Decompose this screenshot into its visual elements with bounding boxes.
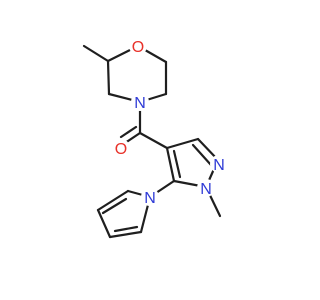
atom-carbonyl-oxygen: O: [115, 141, 127, 158]
structure-canvas: O N O N N N: [82, 37, 228, 239]
atom-bg-morpholine-n: [131, 93, 149, 111]
atom-bg-morpholine-o: [129, 37, 147, 55]
atom-bg-pyrazole-n2: [210, 155, 228, 173]
bond-carbonyl-o-b: [119, 125, 138, 139]
atom-bg-pyrazole-n1: [197, 179, 215, 197]
bond-methyl-c2: [82, 44, 110, 63]
bond-pyrrole-c2-c3-b: [101, 197, 128, 215]
atom-pyrazole-n2: N: [213, 157, 225, 174]
atom-pyrazole-n1: N: [200, 181, 212, 198]
bond-c5-c4-a: [165, 146, 176, 183]
bond-pyrrole-c2-c3-a: [96, 189, 130, 212]
bond-pyrrole-c4-c5-a: [108, 230, 143, 239]
bond-pyrrole-c4-c5-b: [113, 225, 139, 233]
molecule-diagram: O N O N N N: [82, 37, 228, 239]
atom-pyrrole-nitrogen: N: [144, 190, 156, 207]
bond-carbonyl-pyrazole: [138, 131, 169, 150]
bond-c5-c4-b: [172, 149, 182, 179]
atom-bg-pyrrole-n: [141, 188, 159, 206]
atom-morpholine-nitrogen: N: [134, 95, 146, 112]
atom-bg-carbonyl-o: [112, 139, 130, 157]
bond-c4-c3: [165, 137, 200, 150]
bond-c3-n2-b: [191, 143, 213, 167]
bond-carbonyl-o-a: [123, 131, 142, 145]
atom-morpholine-oxygen: O: [132, 39, 144, 56]
bond-pyrrole-c3-c4: [96, 208, 112, 239]
bond-c3-c2: [106, 59, 111, 96]
